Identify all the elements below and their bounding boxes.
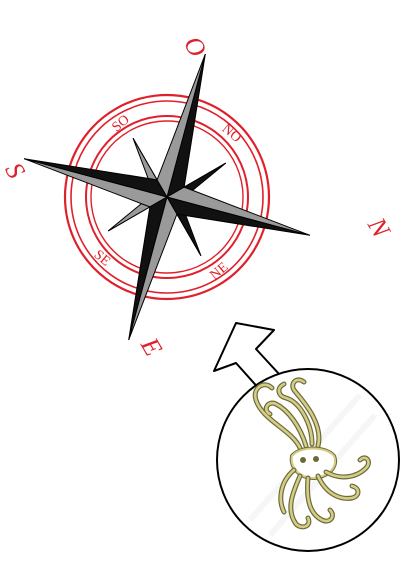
compass-main-points bbox=[0, 16, 348, 379]
compass-label-south: S bbox=[0, 158, 31, 184]
emblem-circle bbox=[217, 369, 399, 551]
compass-label-southeast: SE bbox=[91, 247, 113, 269]
compass-rose bbox=[0, 16, 348, 379]
compass-label-east: E bbox=[135, 332, 169, 361]
compass-label-north: N bbox=[362, 212, 397, 244]
compass-label-west: O bbox=[178, 31, 213, 62]
